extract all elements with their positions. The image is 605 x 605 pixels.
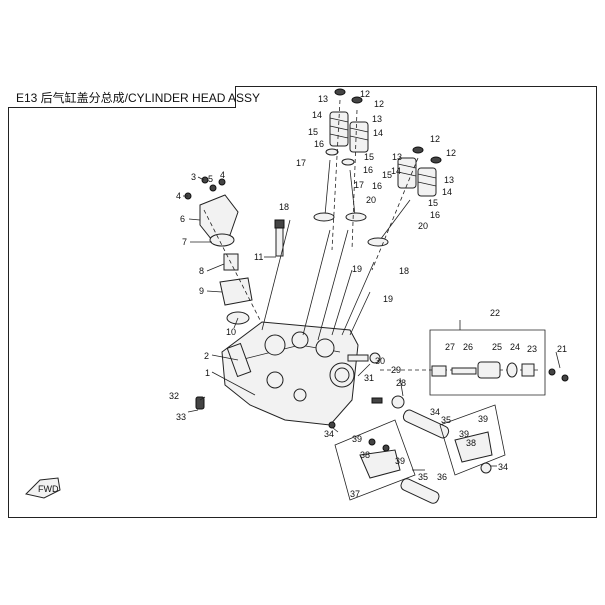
diagram-title: E13 后气缸盖分总成/CYLINDER HEAD ASSY [16, 91, 261, 105]
callout-13a: 13 [318, 94, 328, 104]
callout-14a: 14 [312, 110, 322, 120]
callout-23: 23 [527, 344, 537, 354]
intake-valve-set [313, 88, 369, 222]
callout-8: 8 [199, 266, 204, 276]
callout-15b: 15 [364, 152, 374, 162]
callout-39a: 39 [352, 434, 362, 444]
forward-arrow: FWD [25, 477, 61, 499]
callout-38b: 38 [466, 438, 476, 448]
fwd-label: FWD [38, 484, 59, 494]
callout-12a: 12 [360, 89, 370, 99]
callout-21: 21 [557, 344, 567, 354]
callout-38a: 38 [360, 450, 370, 460]
diagram-frame [8, 86, 597, 518]
callout-14d: 14 [442, 187, 452, 197]
cylinder-head [221, 321, 359, 426]
callout-32: 32 [169, 391, 179, 401]
callout-12c: 12 [430, 134, 440, 144]
callout-7: 7 [182, 237, 187, 247]
small-washers [328, 352, 405, 429]
callout-37: 37 [350, 489, 360, 499]
callout-5: 5 [208, 174, 213, 184]
callout-3: 3 [191, 172, 196, 182]
cylinder-head-bolts [261, 219, 375, 341]
callout-18a: 18 [279, 202, 289, 212]
callout-labels: 1 2 3 4 5 4 6 7 8 9 10 11 12 12 13 13 14… [169, 89, 567, 499]
callout-28: 28 [396, 378, 406, 388]
callout-27: 27 [445, 342, 455, 352]
callout-31: 31 [364, 373, 374, 383]
callout-35b: 35 [418, 472, 428, 482]
callout-13d: 13 [444, 175, 454, 185]
callout-4b: 4 [220, 170, 225, 180]
callout-15d: 15 [428, 198, 438, 208]
rocker-shafts [400, 409, 450, 504]
callout-39d: 39 [459, 429, 469, 439]
callout-15c: 15 [382, 170, 392, 180]
callout-34a: 34 [324, 429, 334, 439]
exhaust-valve-set [367, 146, 442, 247]
callout-16b: 16 [363, 165, 373, 175]
callout-19b: 19 [383, 294, 393, 304]
rocker-arm-right [439, 404, 506, 476]
callout-12b: 12 [374, 99, 384, 109]
callout-30: 30 [375, 356, 385, 366]
spark-plug [274, 219, 285, 257]
callout-35a: 35 [441, 415, 451, 425]
callout-16a: 16 [314, 139, 324, 149]
callout-6: 6 [180, 214, 185, 224]
callout-10: 10 [226, 327, 236, 337]
callout-25: 25 [492, 342, 502, 352]
callout-34c: 34 [498, 462, 508, 472]
callout-16c: 16 [372, 181, 382, 191]
callout-11: 11 [254, 252, 263, 262]
callout-34b: 34 [430, 407, 440, 417]
callout-26: 26 [463, 342, 473, 352]
callout-13b: 13 [372, 114, 382, 124]
callout-2: 2 [204, 351, 209, 361]
callout-14c: 14 [391, 166, 401, 176]
callout-22: 22 [490, 308, 500, 318]
callout-9: 9 [199, 286, 204, 296]
title-box: E13 后气缸盖分总成/CYLINDER HEAD ASSY [8, 86, 260, 108]
callout-16d: 16 [430, 210, 440, 220]
callout-39c: 39 [478, 414, 488, 424]
callout-19a: 19 [352, 264, 362, 274]
callout-29: 29 [391, 365, 401, 375]
callout-15a: 15 [308, 127, 318, 137]
callout-leaders [183, 176, 561, 471]
callout-17a: 17 [296, 158, 306, 168]
callout-1: 1 [205, 368, 210, 378]
callout-20a: 20 [366, 195, 376, 205]
rocker-arm-left [334, 419, 416, 501]
drain-bolt [195, 396, 205, 410]
callout-12d: 12 [446, 148, 456, 158]
callout-4: 4 [176, 191, 181, 201]
callout-24: 24 [510, 342, 520, 352]
callout-17b: 17 [354, 180, 364, 190]
tensioner-assembly [429, 329, 569, 396]
thermostat-cover [184, 176, 253, 325]
callout-18b: 18 [399, 266, 409, 276]
callout-20b: 20 [418, 221, 428, 231]
callout-33: 33 [176, 412, 186, 422]
callout-36: 36 [437, 472, 447, 482]
callout-39b: 39 [395, 456, 405, 466]
callout-14b: 14 [373, 128, 383, 138]
callout-13c: 13 [392, 152, 402, 162]
